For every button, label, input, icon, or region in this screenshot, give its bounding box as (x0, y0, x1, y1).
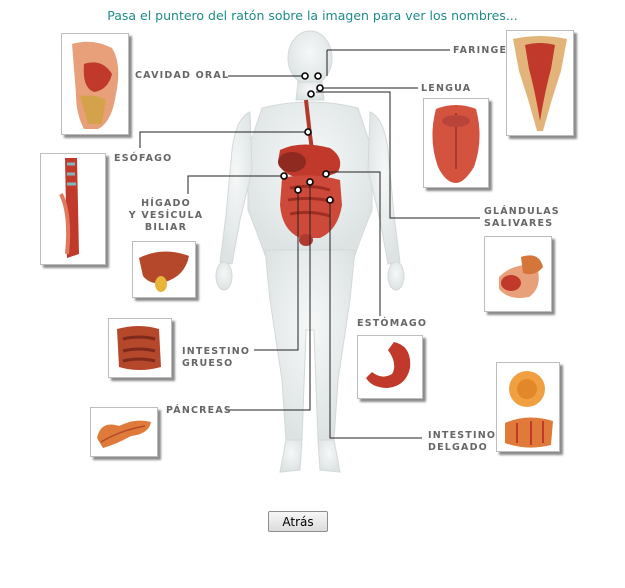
thumb-pancreas[interactable] (90, 407, 158, 457)
hotspot-intestino-grueso[interactable] (294, 186, 302, 194)
thumb-intestino-grueso[interactable] (108, 318, 172, 378)
label-cavidad-oral: CAVIDAD ORAL (135, 70, 230, 81)
label-pancreas: PÁNCREAS (166, 405, 232, 416)
label-lengua: LENGUA (421, 83, 472, 94)
hotspots[interactable] (280, 72, 334, 204)
thumb-higado[interactable] (132, 241, 196, 298)
back-button[interactable]: Atrás (268, 511, 328, 532)
digestive-system-diagram (139, 30, 480, 473)
hotspot-intestino-delgado[interactable] (326, 196, 334, 204)
label-esofago: ESÓFAGO (114, 153, 173, 164)
thumb-cavidad-oral[interactable] (61, 33, 129, 135)
hotspot-estomago[interactable] (322, 170, 330, 178)
label-faringe: FARINGE (453, 45, 508, 56)
body-silhouette (215, 30, 405, 473)
instruction-text: Pasa el puntero del ratón sobre la image… (107, 8, 518, 23)
hotspot-pancreas[interactable] (306, 178, 314, 186)
label-estomago: ESTÓMAGO (357, 318, 428, 329)
thumb-esofago[interactable] (40, 153, 106, 265)
hotspot-esofago[interactable] (304, 128, 312, 136)
thumb-lengua[interactable] (423, 98, 489, 188)
thumb-faringe[interactable] (506, 30, 574, 136)
thumb-intestino-delgado[interactable] (496, 362, 560, 452)
hotspot-glandulas[interactable] (307, 90, 315, 98)
hotspot-cavidad-oral[interactable] (301, 72, 309, 80)
thumb-glandulas[interactable] (484, 236, 552, 312)
leader-lines (139, 49, 480, 439)
hotspot-faringe[interactable] (314, 72, 322, 80)
hotspot-higado[interactable] (280, 172, 288, 180)
thumb-estomago[interactable] (357, 335, 423, 399)
hotspot-lengua[interactable] (316, 84, 324, 92)
